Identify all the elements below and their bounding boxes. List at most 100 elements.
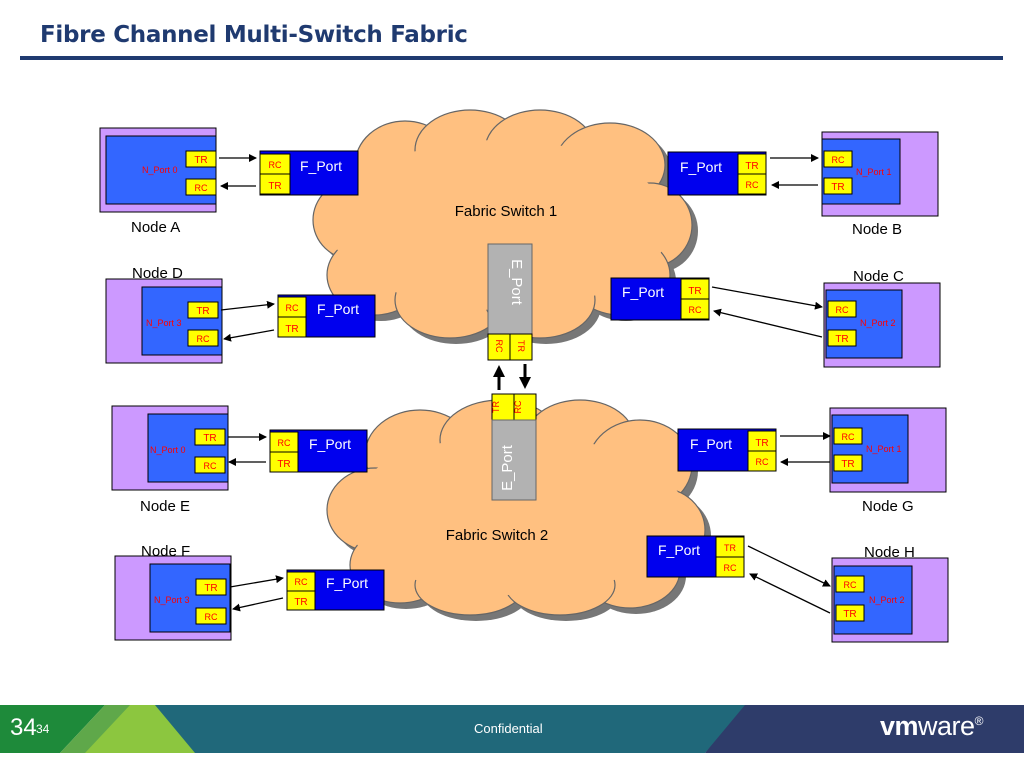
n-port-label: N_Port 3 <box>154 595 190 605</box>
switch-1-f-port-node-c: F_Port TR RC <box>610 277 710 321</box>
n-port-label: N_Port 1 <box>856 167 892 177</box>
f-port-label: F_Port <box>300 158 342 174</box>
node-d-links <box>220 300 275 342</box>
fabric-switch-1-cloud <box>312 109 698 344</box>
confidential-label: Confidential <box>474 721 543 736</box>
tr-label: TR <box>194 155 207 166</box>
n-port-label: N_Port 1 <box>866 444 902 454</box>
logo-ware: ware <box>918 711 975 741</box>
node-d: N_Port 3 TR RC <box>105 278 223 364</box>
node-b-links <box>770 154 819 189</box>
fabric-switch-2-cloud <box>326 399 711 621</box>
node-f-label: Node F <box>141 543 190 560</box>
tr-label: TR <box>831 182 844 193</box>
e-port-rc: RC <box>513 400 523 413</box>
node-f: N_Port 3 TR RC <box>114 555 232 641</box>
rc-label: RC <box>832 155 845 165</box>
node-c: N_Port 2 RC TR <box>823 282 941 368</box>
node-e-links <box>228 433 267 466</box>
f-port-label: F_Port <box>622 284 664 300</box>
tr-label: TR <box>196 306 209 317</box>
tr-label: TR <box>277 459 290 470</box>
node-b: N_Port 1 RC TR <box>821 131 939 217</box>
tr-label: TR <box>745 161 758 172</box>
f-port-label: F_Port <box>309 436 351 452</box>
slide-number-small: 34 <box>36 722 50 736</box>
logo-mark: ® <box>974 714 984 728</box>
logo-vm: vm <box>880 711 919 741</box>
f-port-label: F_Port <box>690 436 732 452</box>
tr-label: TR <box>835 334 848 345</box>
rc-label: RC <box>286 303 299 313</box>
rc-label: RC <box>205 612 218 622</box>
switch-1-e-port: E_Port RC TR <box>487 243 533 361</box>
rc-label: RC <box>756 457 769 467</box>
tr-label: TR <box>688 286 701 297</box>
switch-2-e-port: TR RC E_Port <box>491 393 537 501</box>
vmware-logo: vmware® <box>880 711 983 742</box>
node-h: N_Port 2 RC TR <box>831 557 949 643</box>
tr-label: TR <box>724 543 736 553</box>
tr-label: TR <box>203 433 216 444</box>
inter-switch-link <box>493 364 531 390</box>
f-port-label: F_Port <box>658 542 700 558</box>
tr-label: TR <box>268 181 281 192</box>
node-a-label: Node A <box>131 219 180 236</box>
title-rule <box>20 56 1003 60</box>
e-port-label: E_Port <box>508 259 525 306</box>
page-title: Fibre Channel Multi-Switch Fabric <box>40 22 468 48</box>
node-a-links <box>219 154 257 190</box>
rc-label: RC <box>842 432 855 442</box>
node-e: N_Port 0 TR RC <box>111 405 229 491</box>
switch-1-f-port-node-a: F_Port RC TR <box>259 150 359 196</box>
switch-2-f-port-node-e: F_Port RC TR <box>269 429 368 473</box>
tr-label: TR <box>755 438 768 449</box>
n-port-label: N_Port 3 <box>146 318 182 328</box>
rc-label: RC <box>844 580 857 590</box>
tr-label: TR <box>841 459 854 470</box>
node-e-label: Node E <box>140 498 190 515</box>
n-port-label: N_Port 2 <box>860 318 896 328</box>
rc-label: RC <box>836 305 849 315</box>
footer-band <box>0 705 1024 753</box>
f-port-label: F_Port <box>317 301 359 317</box>
rc-label: RC <box>204 461 217 471</box>
switch-2-f-port-node-g: F_Port TR RC <box>677 428 777 472</box>
switch-1-f-port-node-d: F_Port RC TR <box>277 294 376 338</box>
n-port-label: N_Port 0 <box>142 165 178 175</box>
f-port-label: F_Port <box>680 159 722 175</box>
f-port-label: F_Port <box>326 575 368 591</box>
rc-label: RC <box>724 563 737 573</box>
tr-label: TR <box>843 609 856 620</box>
slide-number-large: 34 <box>10 714 37 741</box>
e-port-tr: TR <box>491 401 501 413</box>
node-g-links <box>780 432 831 466</box>
n-port-label: N_Port 0 <box>150 445 186 455</box>
fabric-switch-1-label: Fabric Switch 1 <box>455 203 558 220</box>
node-f-links <box>229 575 284 612</box>
tr-label: TR <box>294 597 307 608</box>
rc-label: RC <box>278 438 291 448</box>
n-port-label: N_Port 2 <box>869 595 905 605</box>
e-port-rc: RC <box>494 340 504 353</box>
node-d-label: Node D <box>132 265 183 282</box>
e-port-label: E_Port <box>499 444 516 491</box>
rc-label: RC <box>197 334 210 344</box>
node-h-label: Node H <box>864 544 915 561</box>
node-b-label: Node B <box>852 221 902 238</box>
switch-2-f-port-node-f: F_Port RC TR <box>286 569 385 611</box>
tr-label: TR <box>204 583 217 594</box>
switch-1-f-port-node-b: F_Port TR RC <box>667 151 767 196</box>
node-a: N_Port 0 TR RC <box>99 127 217 213</box>
fabric-switch-2-label: Fabric Switch 2 <box>446 527 549 544</box>
node-g: N_Port 1 RC TR <box>829 407 947 493</box>
rc-label: RC <box>195 183 208 193</box>
node-g-label: Node G <box>862 498 914 515</box>
node-h-links <box>747 545 831 614</box>
switch-2-f-port-node-h: F_Port TR RC <box>646 535 745 578</box>
tr-label: TR <box>285 324 298 335</box>
e-port-tr: TR <box>516 340 526 352</box>
rc-label: RC <box>269 160 282 170</box>
rc-label: RC <box>689 305 702 315</box>
